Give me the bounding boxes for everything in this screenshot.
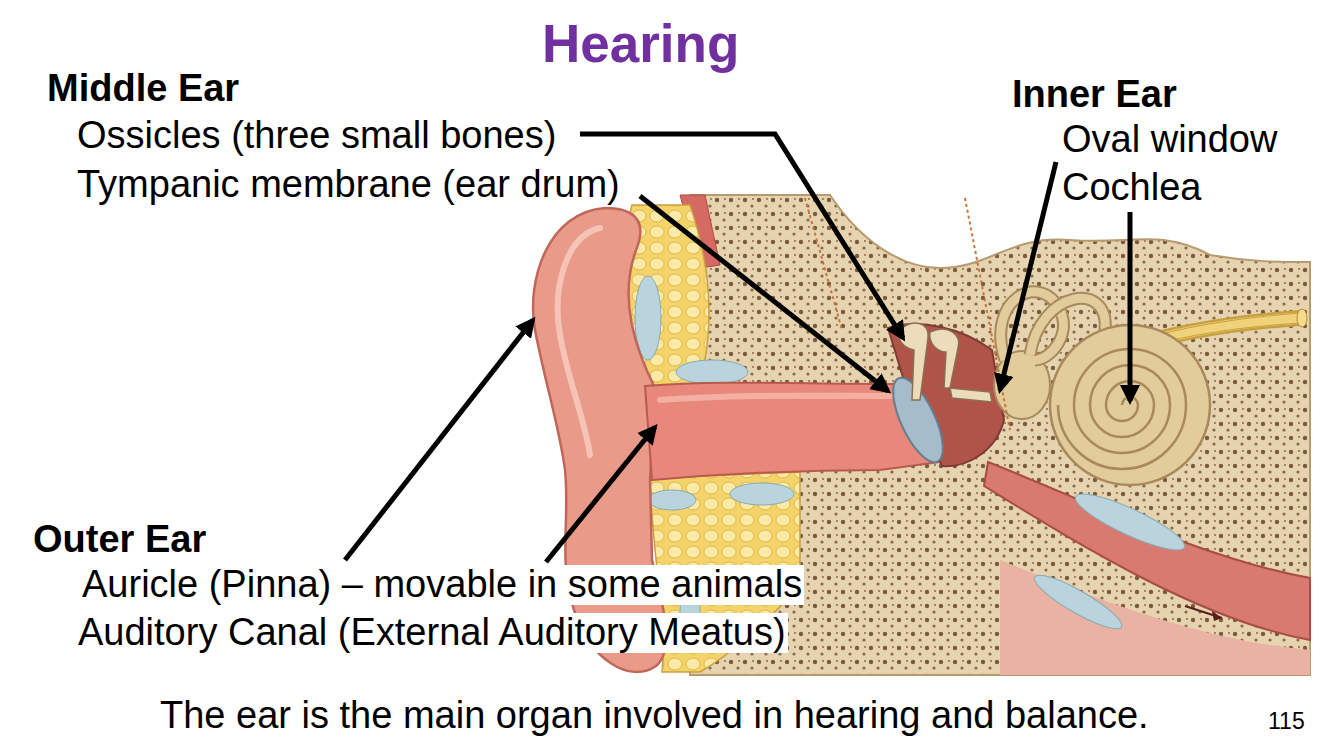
section-heading: Outer Ear (31, 520, 208, 560)
part-label: Tympanic membrane (ear drum) (75, 165, 622, 205)
part-label: Ossicles (three small bones) (75, 116, 558, 156)
part-label: Auricle (Pinna) – movable in some animal… (80, 565, 804, 605)
nerve-end (1297, 309, 1307, 327)
stapes (950, 388, 992, 402)
leader-line (1000, 162, 1056, 390)
boundary-line (805, 198, 842, 330)
part-label: Cochlea (1060, 168, 1203, 208)
slide-caption: The ear is the main organ involved in he… (158, 696, 1151, 736)
cochlea-spiral (1058, 349, 1186, 469)
cartilage (1070, 485, 1190, 559)
leader-line (580, 134, 903, 338)
incus (930, 329, 959, 388)
leader-line (1128, 212, 1133, 401)
cartilage (648, 490, 696, 510)
part-label: Auditory Canal (External Auditory Meatus… (76, 613, 788, 653)
canal-highlight (660, 396, 890, 400)
auricle-highlight (558, 228, 600, 455)
boundary-line (965, 198, 1010, 430)
leader-line (640, 196, 888, 391)
section-heading: Inner Ear (1010, 75, 1179, 115)
section-heading: Middle Ear (45, 69, 241, 109)
eustachian-tube (984, 462, 1310, 640)
cartilage (1029, 567, 1127, 636)
cartilage (730, 483, 794, 505)
tube-arrowhead (1212, 611, 1222, 621)
part-label: Oval window (1060, 120, 1279, 160)
cartilage (676, 360, 748, 384)
page-number: 115 (1266, 709, 1307, 733)
leader-line (546, 427, 655, 562)
leader-line (345, 320, 533, 560)
slide-title: Hearing (540, 16, 741, 72)
